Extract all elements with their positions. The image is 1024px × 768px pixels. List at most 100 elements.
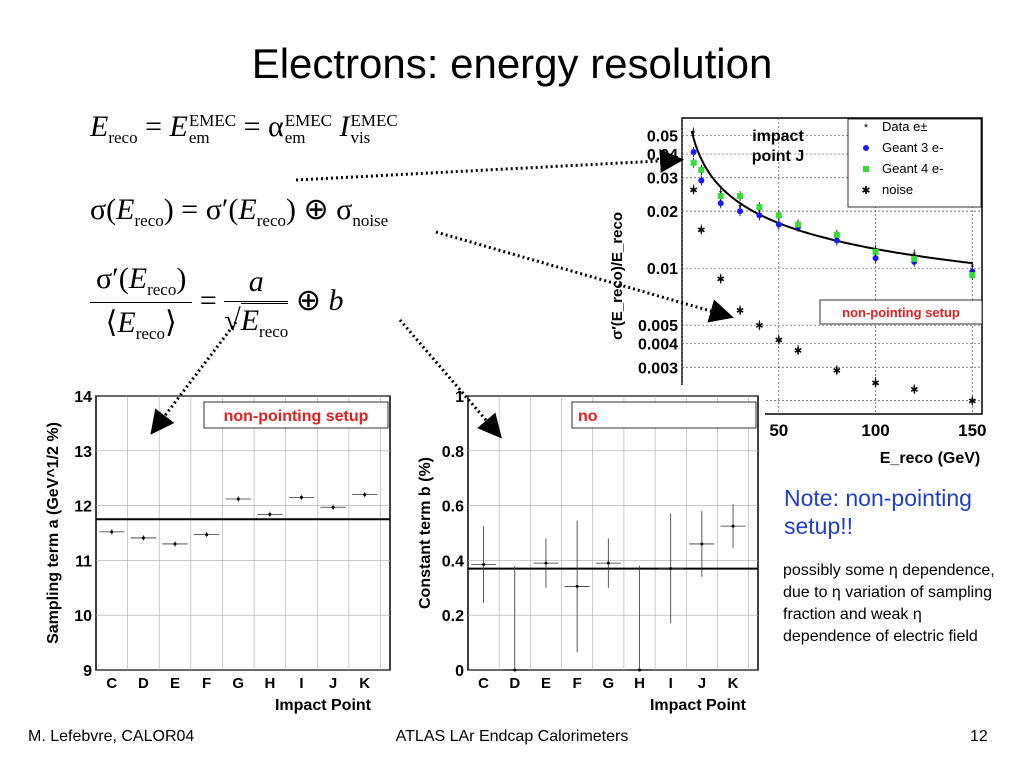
noise-point: ✱	[717, 275, 725, 286]
data-point	[575, 584, 579, 588]
constant-chart-background	[410, 385, 765, 715]
geant4-point	[737, 193, 744, 200]
y-tick-label: 9	[83, 663, 92, 680]
sampling-chart-background	[40, 385, 395, 715]
legend-entry: Geant 3 e-	[882, 140, 943, 155]
resolution-setup-box	[819, 299, 983, 325]
category-label: J	[329, 675, 337, 692]
y-tick-label: 0.2	[442, 608, 464, 625]
note-heading: Note: non-pointing setup!!	[784, 485, 972, 539]
y-tick-label: 0	[455, 663, 464, 680]
noise-point: ✱	[775, 336, 783, 347]
geant4-point	[833, 231, 840, 238]
y-tick-label: 0.4	[442, 553, 464, 570]
data-point	[544, 561, 548, 565]
y-tick-label: 0.8	[442, 444, 464, 461]
y-tick-label: 14	[74, 389, 92, 406]
category-label: D	[138, 675, 149, 692]
data-point	[268, 512, 272, 516]
y-tick-label: 0.003	[638, 360, 678, 377]
category-label: F	[573, 675, 582, 692]
data-point	[110, 530, 114, 534]
legend-marker	[863, 166, 869, 172]
sampling-x-axis-label: Impact Point	[275, 697, 372, 714]
sampling-setup-box	[203, 401, 389, 429]
geant4-point	[690, 159, 697, 166]
constant-x-axis-label: Impact Point	[650, 697, 747, 714]
y-tick-label: 0.005	[638, 318, 678, 335]
geant3-point	[690, 149, 697, 156]
category-label: D	[509, 675, 520, 692]
constant-grid	[468, 395, 758, 671]
arrow-to-noise	[435, 230, 734, 323]
geant4-point	[795, 221, 802, 228]
constant-y-axis-label: Constant term b (%)	[417, 457, 434, 609]
data-point	[331, 505, 335, 509]
note-body: possibly some η dependence, due to η var…	[783, 562, 995, 645]
constant-setup-label: no	[578, 408, 598, 425]
y-tick-label: 0.01	[647, 261, 678, 278]
category-label: K	[359, 675, 370, 692]
resolution-fit-curve	[690, 130, 973, 265]
data-point	[482, 563, 486, 567]
legend-entry: Geant 4 e-	[882, 161, 943, 176]
legend-marker: *	[864, 122, 869, 134]
data-point	[141, 536, 145, 540]
arrow-to-resolution	[295, 148, 684, 182]
footer-title: ATLAS LAr Endcap Calorimeters	[395, 728, 629, 745]
legend-entry: Data e±	[882, 119, 927, 134]
y-tick-label: 0.05	[647, 129, 678, 146]
category-label: G	[232, 675, 244, 692]
data-point	[606, 561, 610, 565]
geant4-point	[969, 272, 976, 279]
y-tick-label: 0.6	[442, 499, 464, 516]
equation-resolution-sum: σ(Ereco) = σ′(Ereco) ⊕ σnoise	[90, 193, 389, 230]
y-tick-label: 12	[74, 499, 92, 516]
legend-box	[847, 118, 982, 208]
resolution-data-points: ***********✱✱✱✱✱✱✱✱✱✱✱	[689, 127, 977, 408]
footer-page-number: 12	[970, 728, 988, 745]
category-label: C	[106, 675, 117, 692]
footer-author: M. Lefebvre, CALOR04	[28, 728, 195, 745]
geant3-point	[737, 208, 744, 215]
y-tick-label: 11	[75, 553, 92, 570]
geant3-point	[717, 200, 724, 207]
geant3-point	[698, 177, 705, 184]
data-point	[205, 533, 209, 537]
category-label: H	[264, 675, 275, 692]
data-point	[363, 493, 367, 497]
slide-title: Electrons: energy resolution	[251, 40, 773, 87]
y-tick-label: 1	[455, 389, 464, 406]
resolution-x-axis-label: E_reco (GeV)	[880, 450, 980, 467]
sampling-setup-label: non-pointing setup	[224, 408, 369, 425]
category-label: I	[669, 675, 673, 692]
geant3-point	[775, 221, 782, 228]
noise-point: ✱	[871, 378, 879, 389]
legend-entry: noise	[882, 182, 913, 197]
noise-point: ✱	[697, 225, 705, 236]
data-point	[669, 567, 673, 571]
resolution-setup-label: non-pointing setup	[842, 305, 960, 320]
data-point	[513, 668, 517, 672]
annotation-line: impact	[752, 128, 804, 145]
resolution-y-axis-label: σ′(E_reco)/E_reco	[609, 212, 626, 340]
category-label: K	[728, 675, 739, 692]
x-tick-label: 50	[769, 421, 788, 440]
noise-point: ✱	[689, 186, 697, 197]
noise-point: ✱	[968, 397, 976, 408]
category-label: I	[299, 675, 303, 692]
legend-marker	[863, 145, 869, 151]
x-tick-label: 150	[958, 421, 986, 440]
annotation-line: point J	[752, 148, 804, 165]
data-point	[700, 542, 704, 546]
geant4-point	[872, 248, 879, 255]
x-tick-label: 100	[861, 421, 889, 440]
legend-marker: ✱	[861, 185, 870, 197]
noise-point: ✱	[755, 321, 763, 332]
resolution-x-ticks: 050100150	[677, 421, 986, 440]
geant4-point	[698, 166, 705, 173]
sampling-grid	[96, 395, 390, 671]
y-tick-label: 0.004	[638, 337, 678, 354]
